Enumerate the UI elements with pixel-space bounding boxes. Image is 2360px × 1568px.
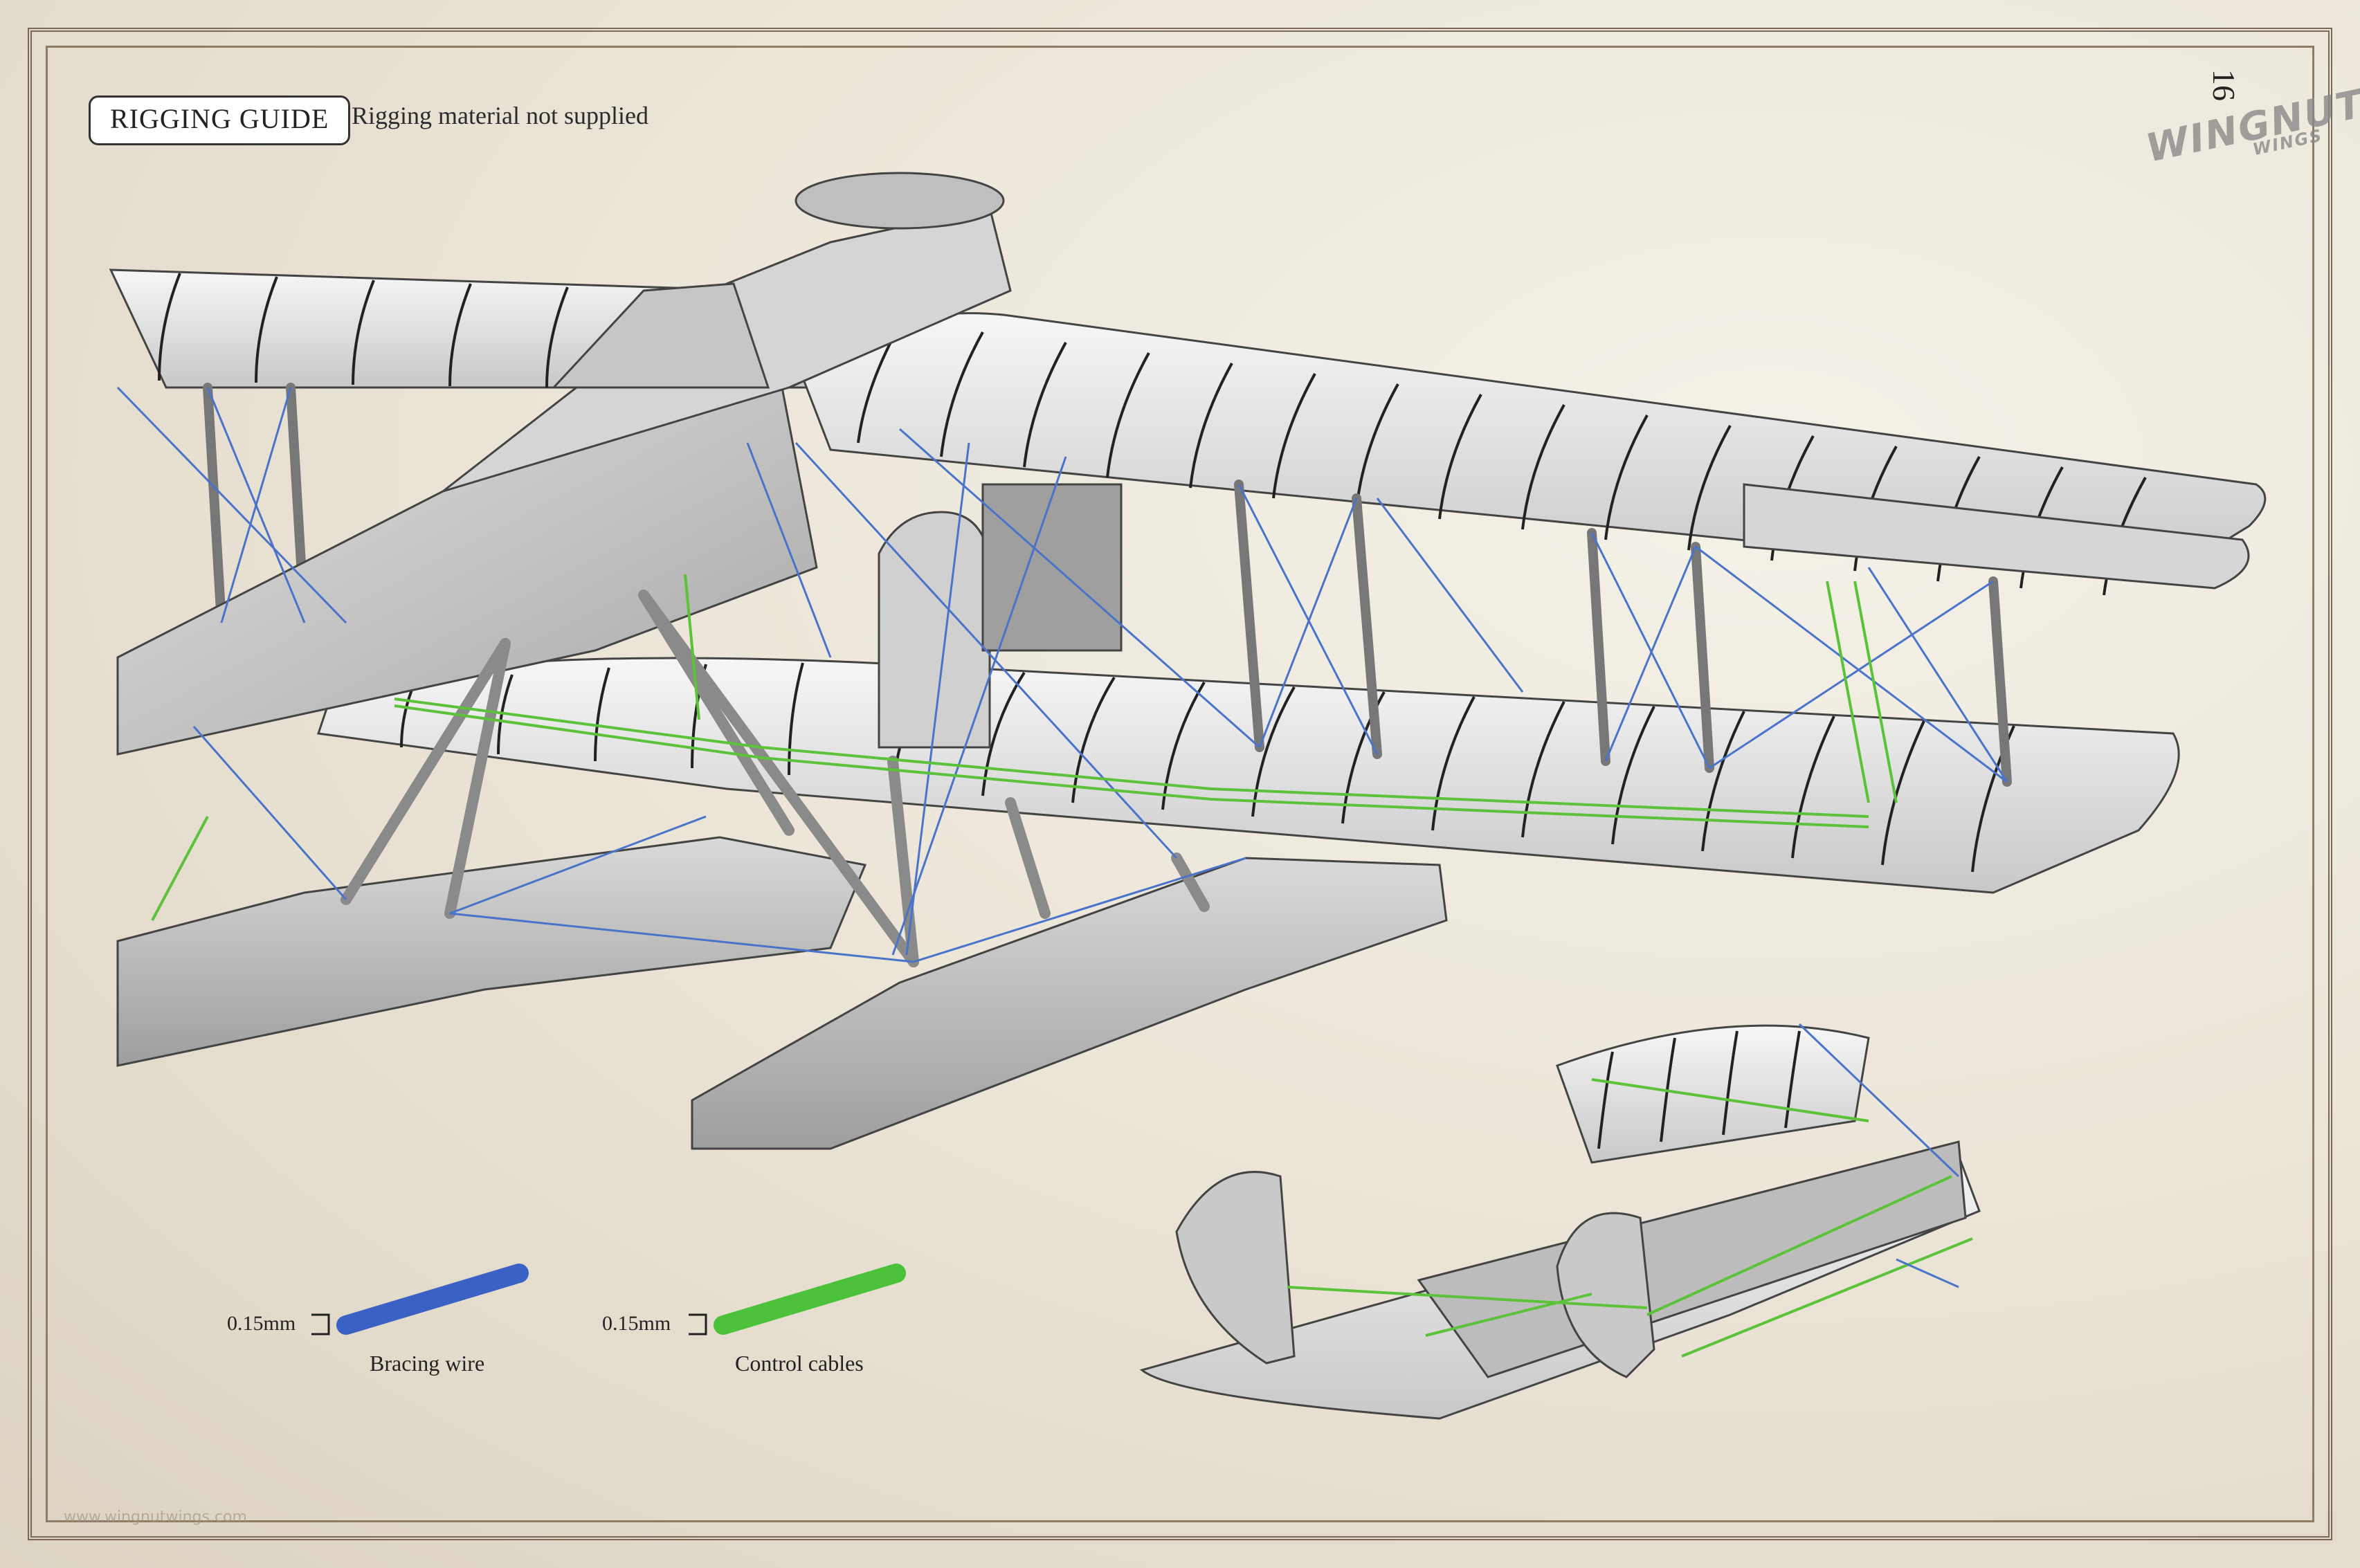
engine — [981, 483, 1123, 652]
main-aircraft — [109, 172, 2267, 1150]
float-right — [691, 857, 1448, 1150]
footer-url: www.wingnutwings.com — [64, 1508, 247, 1526]
gunner-ring — [795, 172, 1005, 230]
decorative-border — [28, 28, 2332, 1540]
bracing-wire-size: 0.15mm — [227, 1312, 296, 1335]
control-cable-swatch — [714, 1264, 906, 1335]
fin-right — [1556, 1212, 1655, 1378]
bracing-wires — [116, 386, 2008, 963]
cockpit — [551, 282, 770, 389]
engine-cowling — [878, 511, 991, 749]
bracing-wire-label: Bracing wire — [370, 1351, 485, 1376]
legend-swatches — [311, 1264, 906, 1335]
material-note: Rigging material not supplied — [352, 102, 648, 129]
float-struts — [341, 590, 1210, 967]
float-left — [116, 836, 867, 1067]
guide-title: RIGGING GUIDE — [89, 95, 351, 145]
control-cable-size: 0.15mm — [602, 1312, 671, 1335]
control-cables — [151, 574, 1898, 921]
control-cable-label: Control cables — [735, 1351, 864, 1376]
bracing-wire-swatch — [336, 1264, 529, 1335]
fin-left — [1175, 1171, 1296, 1365]
tail-fuselage — [1417, 1140, 1967, 1378]
inner-border — [46, 46, 2314, 1522]
page-number: 16 — [2206, 69, 2242, 101]
tail-detail — [1139, 1023, 1981, 1420]
